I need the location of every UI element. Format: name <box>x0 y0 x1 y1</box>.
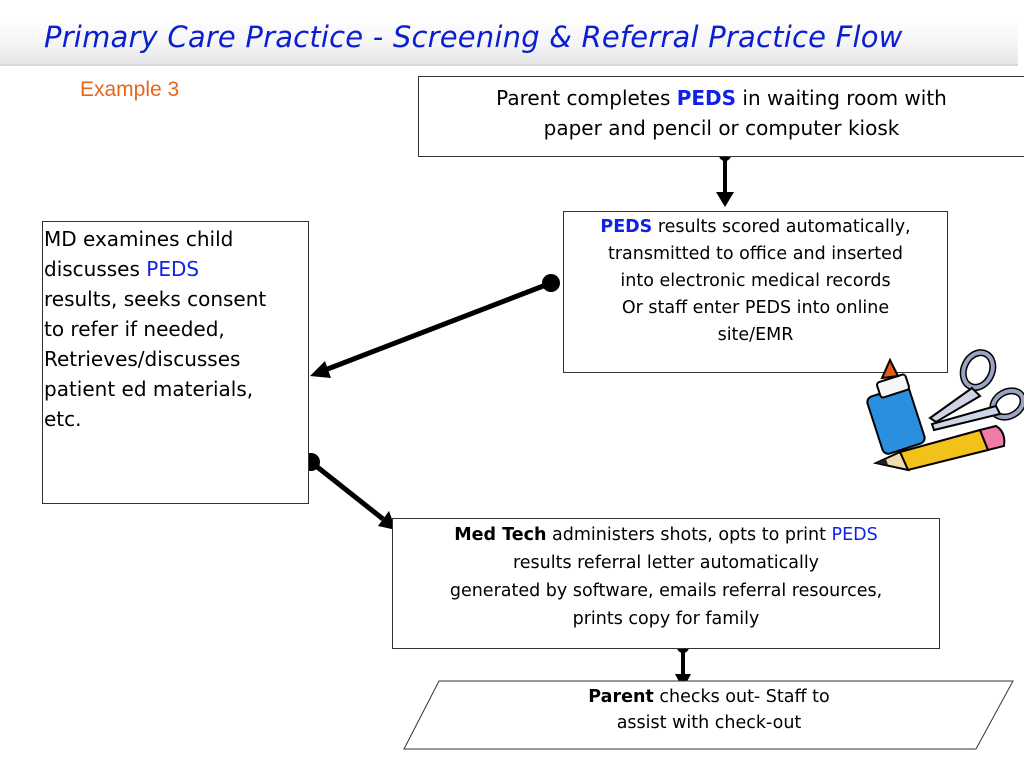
step2-line4: Or staff enter PEDS into online <box>621 298 890 318</box>
step4-line4: prints copy for family <box>572 609 760 629</box>
step3-line2-a: discusses <box>44 257 147 281</box>
arrow-step2-to-step3 <box>310 274 560 378</box>
step5-bold: Parent <box>588 687 654 707</box>
step4-line2: results referral letter automatically <box>512 553 820 573</box>
step4-peds: PEDS <box>831 525 878 545</box>
step1-text-a: Parent completes <box>496 86 677 110</box>
step4-line3: generated by software, emails referral r… <box>449 581 883 601</box>
step5-line1: checks out- Staff to <box>653 687 830 707</box>
step3-line7: etc. <box>44 407 82 431</box>
school-supplies-clipart <box>866 349 1024 472</box>
page-title: Primary Care Practice - Screening & Refe… <box>44 20 903 54</box>
step5-shape <box>403 680 1014 750</box>
step2-line1: results scored automatically, <box>652 217 911 237</box>
step3-peds: PEDS <box>146 257 200 281</box>
example-label: Example 3 <box>80 78 180 101</box>
step5-line2: assist with check-out <box>616 713 802 733</box>
step1-text-b: in waiting room with <box>736 86 947 110</box>
step2-peds: PEDS <box>600 217 653 237</box>
step2-line2: transmitted to office and inserted <box>607 244 904 264</box>
step3-line3: results, seeks consent <box>44 287 267 311</box>
step2-box: PEDS results scored automatically, trans… <box>563 211 948 373</box>
step1-box: Parent completes PEDS in waiting room wi… <box>418 76 1024 157</box>
step3-line4: to refer if needed, <box>44 317 225 341</box>
step4-line1: administers shots, opts to print <box>546 525 832 545</box>
arrow-step1-to-step2 <box>716 149 734 207</box>
step4-box: Med Tech administers shots, opts to prin… <box>392 518 940 649</box>
step3-box: MD examines child discusses PEDS results… <box>42 221 309 504</box>
step1-line2: paper and pencil or computer kiosk <box>543 116 900 140</box>
step1-peds: PEDS <box>676 86 737 110</box>
arrow-step3-to-step4 <box>302 453 396 530</box>
scissors-icon <box>928 349 1024 432</box>
step2-line5: site/EMR <box>717 325 794 345</box>
step3-line1: MD examines child <box>44 227 234 251</box>
step5-text: Parent checks out- Staff to assist with … <box>405 684 1013 736</box>
glue-bottle-icon <box>866 357 926 455</box>
pencil-icon <box>872 424 1006 472</box>
step3-line6: patient ed materials, <box>44 377 254 401</box>
step2-line3: into electronic medical records <box>620 271 891 291</box>
step4-bold: Med Tech <box>454 525 547 545</box>
title-bar <box>0 18 1018 66</box>
step3-line5: Retrieves/discusses <box>44 347 241 371</box>
